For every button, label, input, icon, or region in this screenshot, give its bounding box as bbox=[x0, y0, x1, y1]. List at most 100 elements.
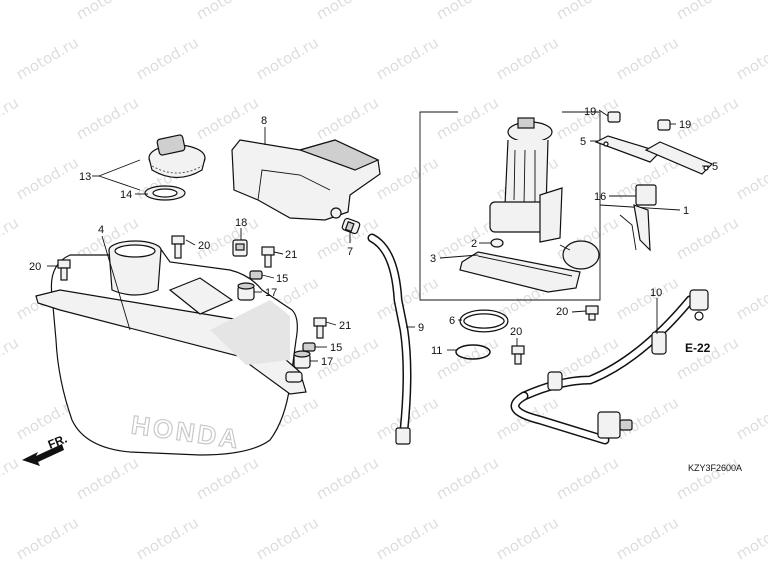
watermark-text: motod.ru bbox=[673, 0, 742, 23]
watermark-text: motod.ru bbox=[493, 33, 562, 83]
fuel-filter bbox=[459, 251, 581, 293]
callout-10: 10 bbox=[650, 287, 662, 299]
watermark-text: motod.ru bbox=[733, 273, 768, 323]
watermark-text: motod.ru bbox=[0, 453, 22, 503]
clip-19a bbox=[607, 111, 621, 123]
watermark-text: motod.ru bbox=[13, 33, 82, 83]
watermark-text: motod.ru bbox=[133, 513, 202, 563]
level-sensor bbox=[619, 184, 657, 252]
leader-lines bbox=[47, 109, 709, 362]
watermark-text: motod.ru bbox=[373, 33, 442, 83]
filter-ring bbox=[490, 238, 504, 248]
watermark-text: motod.ru bbox=[0, 0, 22, 23]
callout-2: 2 bbox=[471, 238, 477, 250]
watermark-text: motod.ru bbox=[253, 513, 322, 563]
watermark-text: motod.ru bbox=[313, 0, 382, 23]
gasket-plate-b bbox=[644, 141, 714, 175]
pump-assembly-frame bbox=[419, 111, 601, 301]
watermark-text: motod.ru bbox=[0, 213, 22, 263]
callout-4: 4 bbox=[98, 224, 104, 236]
grommet-17a bbox=[237, 282, 255, 301]
callout-16: 16 bbox=[594, 191, 606, 203]
canister-housing bbox=[231, 139, 381, 221]
watermark-text: motod.ru bbox=[613, 393, 682, 443]
callout-1: 1 bbox=[683, 205, 689, 217]
callout-21-b: 21 bbox=[339, 320, 351, 332]
fuel-pump-assembly bbox=[489, 117, 600, 270]
watermark-text: motod.ru bbox=[13, 513, 82, 563]
clip-18 bbox=[232, 239, 248, 257]
watermark-text: motod.ru bbox=[673, 453, 742, 503]
watermark-text: motod.ru bbox=[0, 333, 22, 383]
watermark-text: motod.ru bbox=[373, 273, 442, 323]
callout-3: 3 bbox=[430, 253, 436, 265]
callout-15-b: 15 bbox=[330, 342, 342, 354]
grommet-17b bbox=[293, 350, 311, 369]
watermark-text: motod.ru bbox=[433, 453, 502, 503]
watermark-text: motod.ru bbox=[733, 153, 768, 203]
watermark-text: motod.ru bbox=[373, 513, 442, 563]
vent-tube bbox=[367, 233, 412, 445]
watermark-text: motod.ru bbox=[733, 393, 768, 443]
bolt-21a bbox=[261, 246, 275, 268]
watermark-text: motod.ru bbox=[613, 513, 682, 563]
watermark-text: motod.ru bbox=[553, 453, 622, 503]
washer-15a bbox=[249, 270, 263, 280]
tank-bolt-20a bbox=[171, 235, 185, 259]
watermark-text: motod.ru bbox=[433, 0, 502, 23]
watermark-text: motod.ru bbox=[253, 33, 322, 83]
callout-15-a: 15 bbox=[276, 273, 288, 285]
callout-18: 18 bbox=[235, 217, 247, 229]
callout-7: 7 bbox=[347, 246, 353, 258]
callout-17-a: 17 bbox=[265, 287, 277, 299]
bolt-21b bbox=[313, 317, 327, 339]
callout-17-b: 17 bbox=[321, 356, 333, 368]
callout-20-b: 20 bbox=[29, 261, 41, 273]
watermark-text: motod.ru bbox=[73, 93, 142, 143]
callout-14: 14 bbox=[120, 189, 132, 201]
callout-5-a: 5 bbox=[580, 136, 586, 148]
bolt-20d bbox=[585, 305, 599, 321]
callout-20-c: 20 bbox=[510, 326, 522, 338]
callout-20-a: 20 bbox=[198, 240, 210, 252]
watermark-text: motod.ru bbox=[733, 33, 768, 83]
tank-recess-shading bbox=[210, 300, 290, 365]
callout-5-b: 5 bbox=[712, 161, 718, 173]
seal-ring-6 bbox=[459, 309, 509, 333]
watermark-text: motod.ru bbox=[193, 213, 262, 263]
vent-fitting bbox=[341, 217, 361, 235]
watermark-text: motod.ru bbox=[193, 0, 262, 23]
watermark-text: motod.ru bbox=[193, 453, 262, 503]
fuel-cap bbox=[148, 134, 206, 179]
watermark-text: motod.ru bbox=[493, 513, 562, 563]
watermark-text: motod.ru bbox=[553, 0, 622, 23]
watermark-text: motod.ru bbox=[133, 33, 202, 83]
callout-9: 9 bbox=[418, 322, 424, 334]
watermark-text: motod.ru bbox=[73, 0, 142, 23]
watermark-text: motod.ru bbox=[313, 453, 382, 503]
callout-11: 11 bbox=[431, 345, 442, 357]
watermark-text: motod.ru bbox=[613, 33, 682, 83]
fuel-cap-gasket bbox=[144, 185, 186, 201]
bolt-20c bbox=[511, 345, 525, 365]
reference-label: E-22 bbox=[685, 341, 711, 355]
callout-6: 6 bbox=[449, 315, 455, 327]
callout-21-a: 21 bbox=[285, 249, 297, 261]
watermark-text: motod.ru bbox=[193, 93, 262, 143]
washer-15b bbox=[302, 342, 316, 352]
watermark-text: motod.ru bbox=[13, 153, 82, 203]
watermark-text: motod.ru bbox=[373, 153, 442, 203]
watermark-text: motod.ru bbox=[673, 213, 742, 263]
fuel-hose bbox=[510, 289, 709, 445]
watermark-text: motod.ru bbox=[313, 93, 382, 143]
seal-ring-11 bbox=[455, 344, 491, 360]
tank-bolt-20b bbox=[57, 259, 71, 281]
watermark-text: motod.ru bbox=[733, 513, 768, 563]
watermark-text: motod.ru bbox=[0, 93, 22, 143]
clip-19b bbox=[657, 119, 671, 131]
watermark-text: motod.ru bbox=[73, 453, 142, 503]
callout-13: 13 bbox=[79, 171, 91, 183]
watermark-text: motod.ru bbox=[433, 93, 502, 143]
